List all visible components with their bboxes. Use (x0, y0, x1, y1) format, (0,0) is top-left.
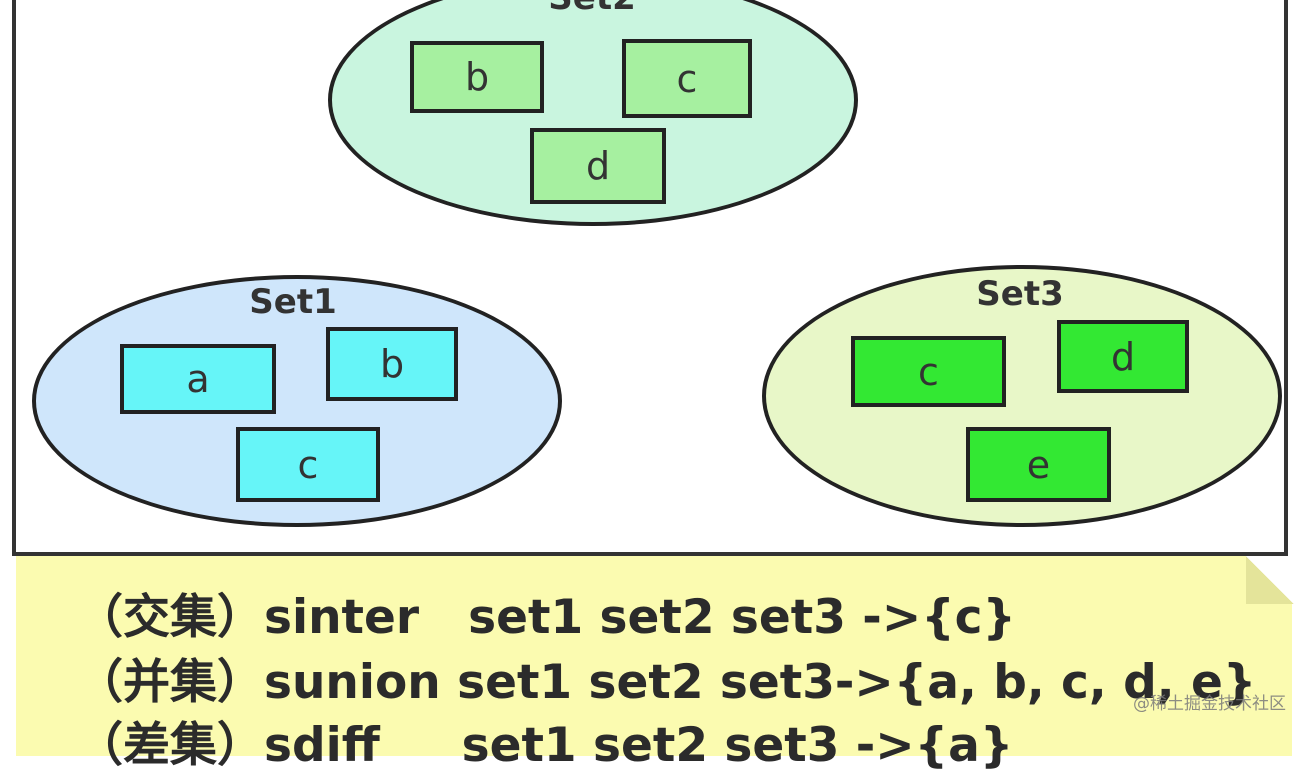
set2-member: c (622, 39, 752, 118)
sinter-command: （交集）sinter set1 set2 set3 ->{c} (76, 590, 1016, 645)
sdiff-command: （差集）sdiff set1 set2 set3 ->{a} (76, 718, 1014, 773)
set2-member: b (410, 41, 544, 113)
set3-member: c (851, 336, 1006, 407)
set1-member: a (120, 344, 276, 414)
note-folded-corner (1246, 556, 1294, 604)
command-note (16, 556, 1292, 756)
sunion-command: （并集）sunion set1 set2 set3->{a, b, c, d, … (76, 655, 1257, 710)
set2-member: d (530, 128, 666, 204)
set2-title: Set2 (492, 0, 692, 18)
set1-title: Set1 (249, 282, 337, 322)
set1-member: b (326, 327, 458, 401)
set1-member: c (236, 427, 380, 502)
set3-member: d (1057, 320, 1189, 393)
set3-title: Set3 (976, 274, 1064, 314)
watermark: @稀土掘金技术社区 (1133, 694, 1286, 714)
set3-member: e (966, 427, 1111, 502)
